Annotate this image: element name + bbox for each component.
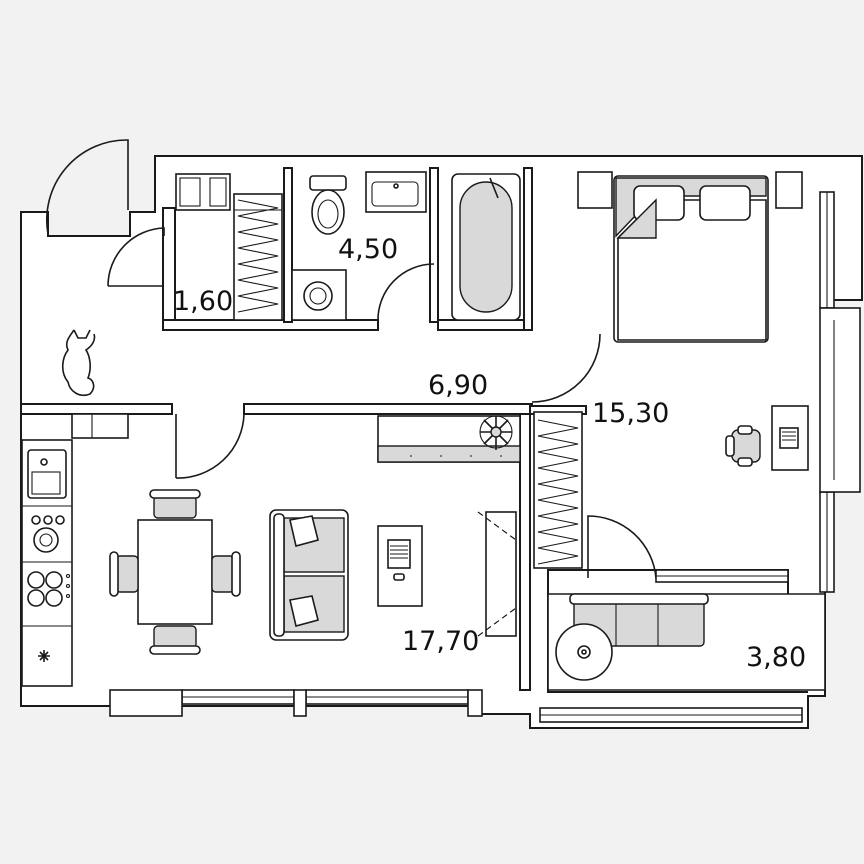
kitchen-sink [27, 449, 67, 499]
storage-room [175, 173, 283, 321]
cat-icon [61, 329, 96, 397]
washer-top [175, 173, 231, 211]
tv-console [485, 511, 517, 637]
room-area-living-kitchen: 17,70 [402, 626, 479, 657]
bedroom-door-swing [531, 333, 601, 403]
room-area-hallway: 6,90 [428, 370, 488, 401]
toilet-tank [309, 175, 347, 191]
entry-door-swing [45, 139, 129, 235]
plant-icon [479, 415, 513, 450]
dining-table [137, 519, 213, 625]
cushion [289, 515, 319, 547]
pillow-right [699, 185, 751, 221]
toilet-bowl [311, 189, 345, 235]
wardrobe [533, 411, 583, 569]
dining-chair [109, 489, 241, 655]
room-area-bathroom: 4,50 [338, 234, 398, 265]
bedroom-desk [771, 405, 809, 471]
storage-door-swing [107, 227, 165, 287]
stove-burner [33, 527, 59, 553]
room-area-bedroom: 15,30 [592, 398, 669, 429]
bedroom [533, 175, 809, 569]
balcony [555, 593, 709, 681]
living-door-swing [175, 413, 245, 479]
balcony-door-swing [587, 515, 657, 579]
snowflake-icon [38, 650, 50, 662]
living-kitchen [21, 413, 521, 687]
bathroom-door-swing [377, 263, 435, 323]
room-area-balcony: 3,80 [746, 642, 806, 673]
area-labels: 1,60 4,50 6,90 15,30 17,70 3,80 [173, 234, 806, 673]
hallway [61, 329, 96, 397]
bathroom [291, 171, 521, 321]
room-area-storage: 1,60 [173, 286, 233, 317]
